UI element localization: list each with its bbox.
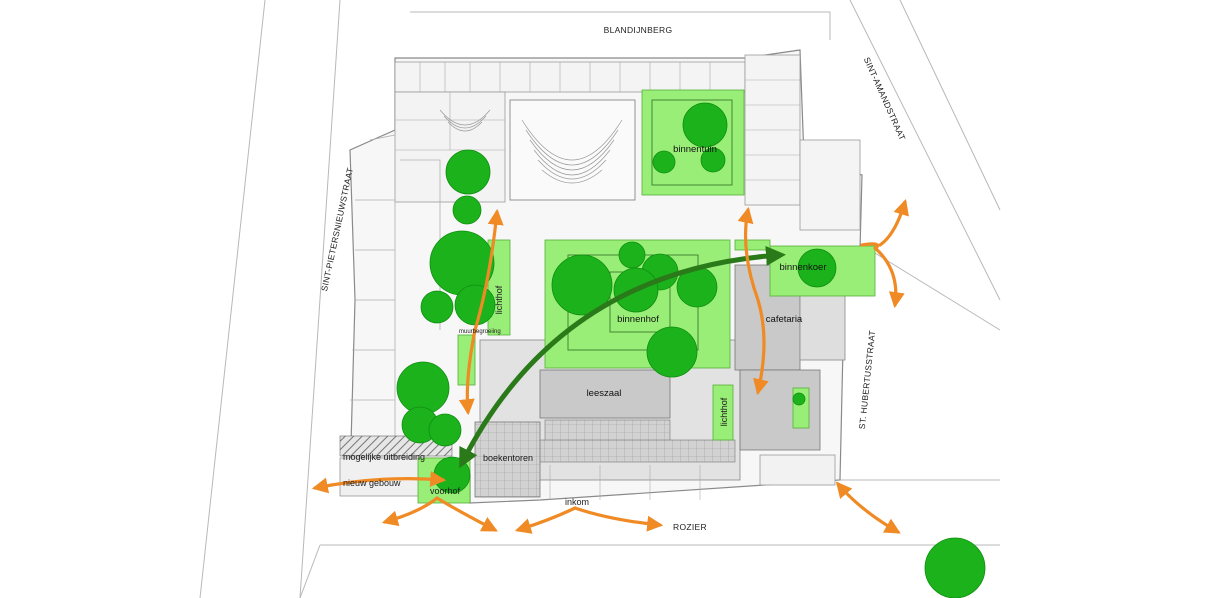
cafetaria-label: cafetaria	[766, 314, 803, 325]
binnenkoer-label: binnenkoer	[779, 262, 826, 273]
muurbegroeiing-label: muurbegroeiing	[459, 329, 501, 335]
mogelijke-uitbreiding-label: mogelijke uitbreiding	[343, 452, 425, 462]
boekentoren-label: boekentoren	[483, 453, 533, 463]
inkom-label: inkom	[565, 497, 589, 507]
street-east-label: ST. HUBERTUSSTRAAT	[857, 330, 877, 430]
binnentuin-label: binnentuin	[673, 144, 717, 155]
street-north-label: BLANDIJNBERG	[604, 25, 673, 35]
lichthof-west-label: lichthof	[494, 285, 504, 314]
voorhof-label: voorhof	[430, 486, 461, 496]
street-south-label: ROZIER	[673, 522, 707, 532]
access-arrows	[311, 198, 909, 534]
binnenhof-label: binnenhof	[617, 314, 659, 325]
lichthof-east-label: lichthof	[719, 397, 729, 426]
street-lines	[199, 0, 1001, 598]
nieuw-gebouw-label: nieuw gebouw	[343, 478, 401, 488]
leeszaal-label: leeszaal	[587, 388, 622, 399]
